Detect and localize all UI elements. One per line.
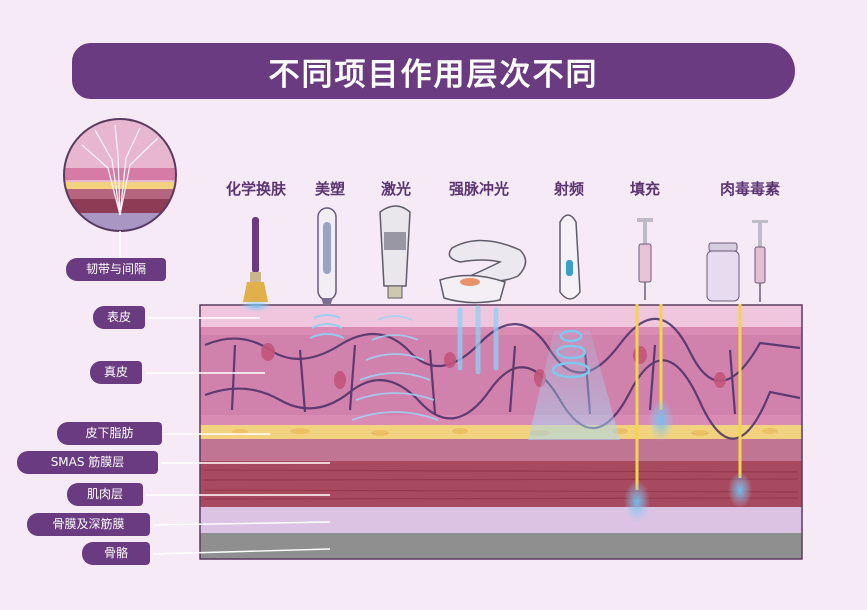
page-title: 不同项目作用层次不同 (72, 43, 795, 99)
bone-layer (200, 533, 802, 559)
ipl-handpiece-icon (439, 239, 527, 304)
smas-layer (200, 439, 802, 461)
botulinum-depth (728, 304, 752, 508)
rf-depth (528, 329, 620, 440)
microneedling-pen-icon (317, 207, 337, 306)
epidermis-layer (200, 305, 802, 327)
layer-tag-periosteum: 骨膜及深筋膜 (27, 513, 150, 536)
ipl-depth (457, 305, 499, 375)
layer-tag-subcutaneous-fat: 皮下脂肪 (57, 422, 162, 445)
rf-wand-icon (559, 214, 581, 300)
layer-tag-bone: 骨骼 (82, 542, 150, 565)
skin-cross-section (199, 304, 803, 560)
tool-label-chemical-peel: 化学换肤 (225, 180, 287, 198)
laser-handpiece-icon (379, 205, 411, 299)
tool-label-mesotherapy: 美塑 (314, 180, 346, 198)
ligament-inset (63, 118, 177, 262)
tool-label-botulinum: 肉毒毒素 (719, 180, 781, 198)
tool-label-ipl: 强脉冲光 (448, 180, 510, 198)
subcutaneous-fat-layer (200, 425, 802, 439)
laser-depth (351, 315, 439, 421)
brush-icon (240, 217, 272, 312)
tool-label-radiofrequency: 射频 (553, 180, 585, 198)
layer-tag-muscle: 肌肉层 (67, 483, 143, 506)
layer-tag-dermis: 真皮 (90, 361, 142, 384)
periosteum-layer (200, 507, 802, 533)
inset-label-ligaments: 韧带与间隔 (66, 258, 166, 281)
layer-tag-epidermis: 表皮 (93, 306, 145, 329)
muscle-layer (200, 461, 802, 507)
layer-leader-lines (145, 317, 331, 555)
layer-tag-smas: SMAS 筋膜层 (17, 451, 158, 474)
filler-depth (624, 304, 674, 524)
tool-label-filler: 填充 (629, 180, 661, 198)
tool-label-laser: 激光 (380, 180, 412, 198)
syringe-icon (637, 218, 653, 300)
mesotherapy-depth (309, 314, 345, 339)
vial-syringe-icon (706, 220, 768, 302)
